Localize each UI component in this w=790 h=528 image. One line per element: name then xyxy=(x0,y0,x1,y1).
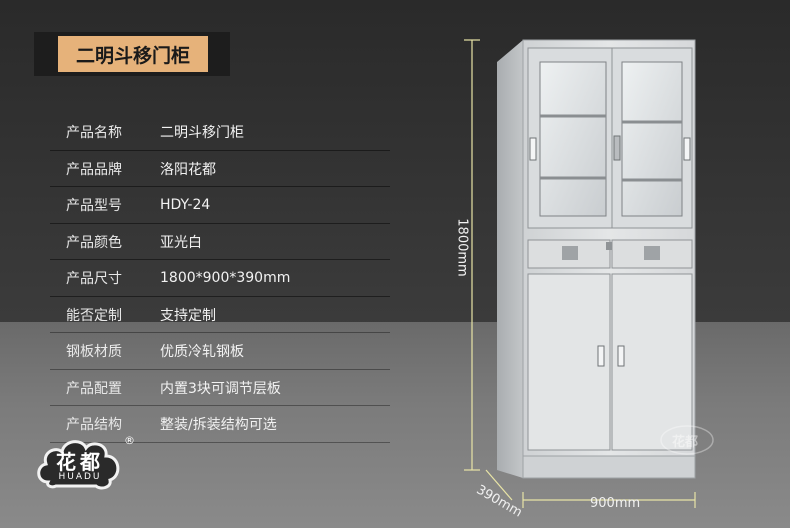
spec-row: 产品结构 整装/拆装结构可选 xyxy=(50,406,390,443)
spec-row: 产品名称 二明斗移门柜 xyxy=(50,114,390,151)
drawer-handle xyxy=(644,246,660,260)
door-handle xyxy=(597,345,605,367)
spec-value: HDY-24 xyxy=(160,197,211,214)
spec-row: 钢板材质 优质冷轧钢板 xyxy=(50,333,390,370)
spec-label: 能否定制 xyxy=(66,307,122,324)
spec-label: 产品品牌 xyxy=(66,161,122,178)
spec-row: 产品配置 内置3块可调节层板 xyxy=(50,370,390,407)
spec-label: 产品尺寸 xyxy=(66,271,122,288)
depth-dimension-line xyxy=(485,469,513,501)
lock-icon xyxy=(613,135,621,161)
left-glass-pane xyxy=(539,61,607,217)
watermark-logo xyxy=(660,425,714,455)
height-label: 1800mm xyxy=(454,218,470,277)
spec-row: 产品品牌 洛阳花都 xyxy=(50,151,390,188)
width-label: 900mm xyxy=(590,496,641,511)
lower-right-door xyxy=(611,273,693,451)
spec-value: 洛阳花都 xyxy=(160,161,216,178)
spec-label: 产品配置 xyxy=(66,380,122,397)
drawer-label xyxy=(606,242,612,250)
lower-left-door xyxy=(527,273,611,451)
spec-value: 支持定制 xyxy=(160,307,216,324)
spec-row: 能否定制 支持定制 xyxy=(50,297,390,334)
door-handle xyxy=(529,137,537,161)
cloud-logo-icon xyxy=(37,440,120,490)
spec-table: 产品名称 二明斗移门柜 产品品牌 洛阳花都 产品型号 HDY-24 产品颜色 亚光白 产… xyxy=(50,114,390,443)
cabinet-side xyxy=(497,40,523,478)
door-handle xyxy=(617,345,625,367)
spec-value: 优质冷轧钢板 xyxy=(160,344,244,361)
right-glass-pane xyxy=(621,61,683,217)
brand-logo: 花都 HUADU ® xyxy=(34,432,135,494)
spec-value: 亚光白 xyxy=(160,234,202,251)
spec-value: 内置3块可调节层板 xyxy=(160,380,281,397)
spec-label: 产品型号 xyxy=(66,198,122,215)
spec-label: 产品名称 xyxy=(66,125,122,142)
spec-label: 产品颜色 xyxy=(66,234,122,251)
spec-row: 产品型号 HDY-24 xyxy=(50,187,390,224)
logo-en: HUADU xyxy=(58,472,102,482)
logo-cn: 花都 xyxy=(56,450,104,474)
spec-label: 产品结构 xyxy=(66,417,122,434)
spec-row: 产品尺寸 1800*900*390mm xyxy=(50,260,390,297)
cabinet-base xyxy=(522,455,696,479)
spec-value: 整装/拆装结构可选 xyxy=(160,417,277,434)
drawer-handle xyxy=(562,246,578,260)
spec-value: 二明斗移门柜 xyxy=(160,125,244,142)
spec-row: 产品颜色 亚光白 xyxy=(50,224,390,261)
registered-mark: ® xyxy=(124,434,135,447)
spec-value: 1800*900*390mm xyxy=(160,270,291,287)
watermark-text: 花都 xyxy=(672,435,699,450)
product-title: 二明斗移门柜 xyxy=(58,36,208,72)
spec-label: 钢板材质 xyxy=(66,344,122,361)
door-handle xyxy=(683,137,691,161)
